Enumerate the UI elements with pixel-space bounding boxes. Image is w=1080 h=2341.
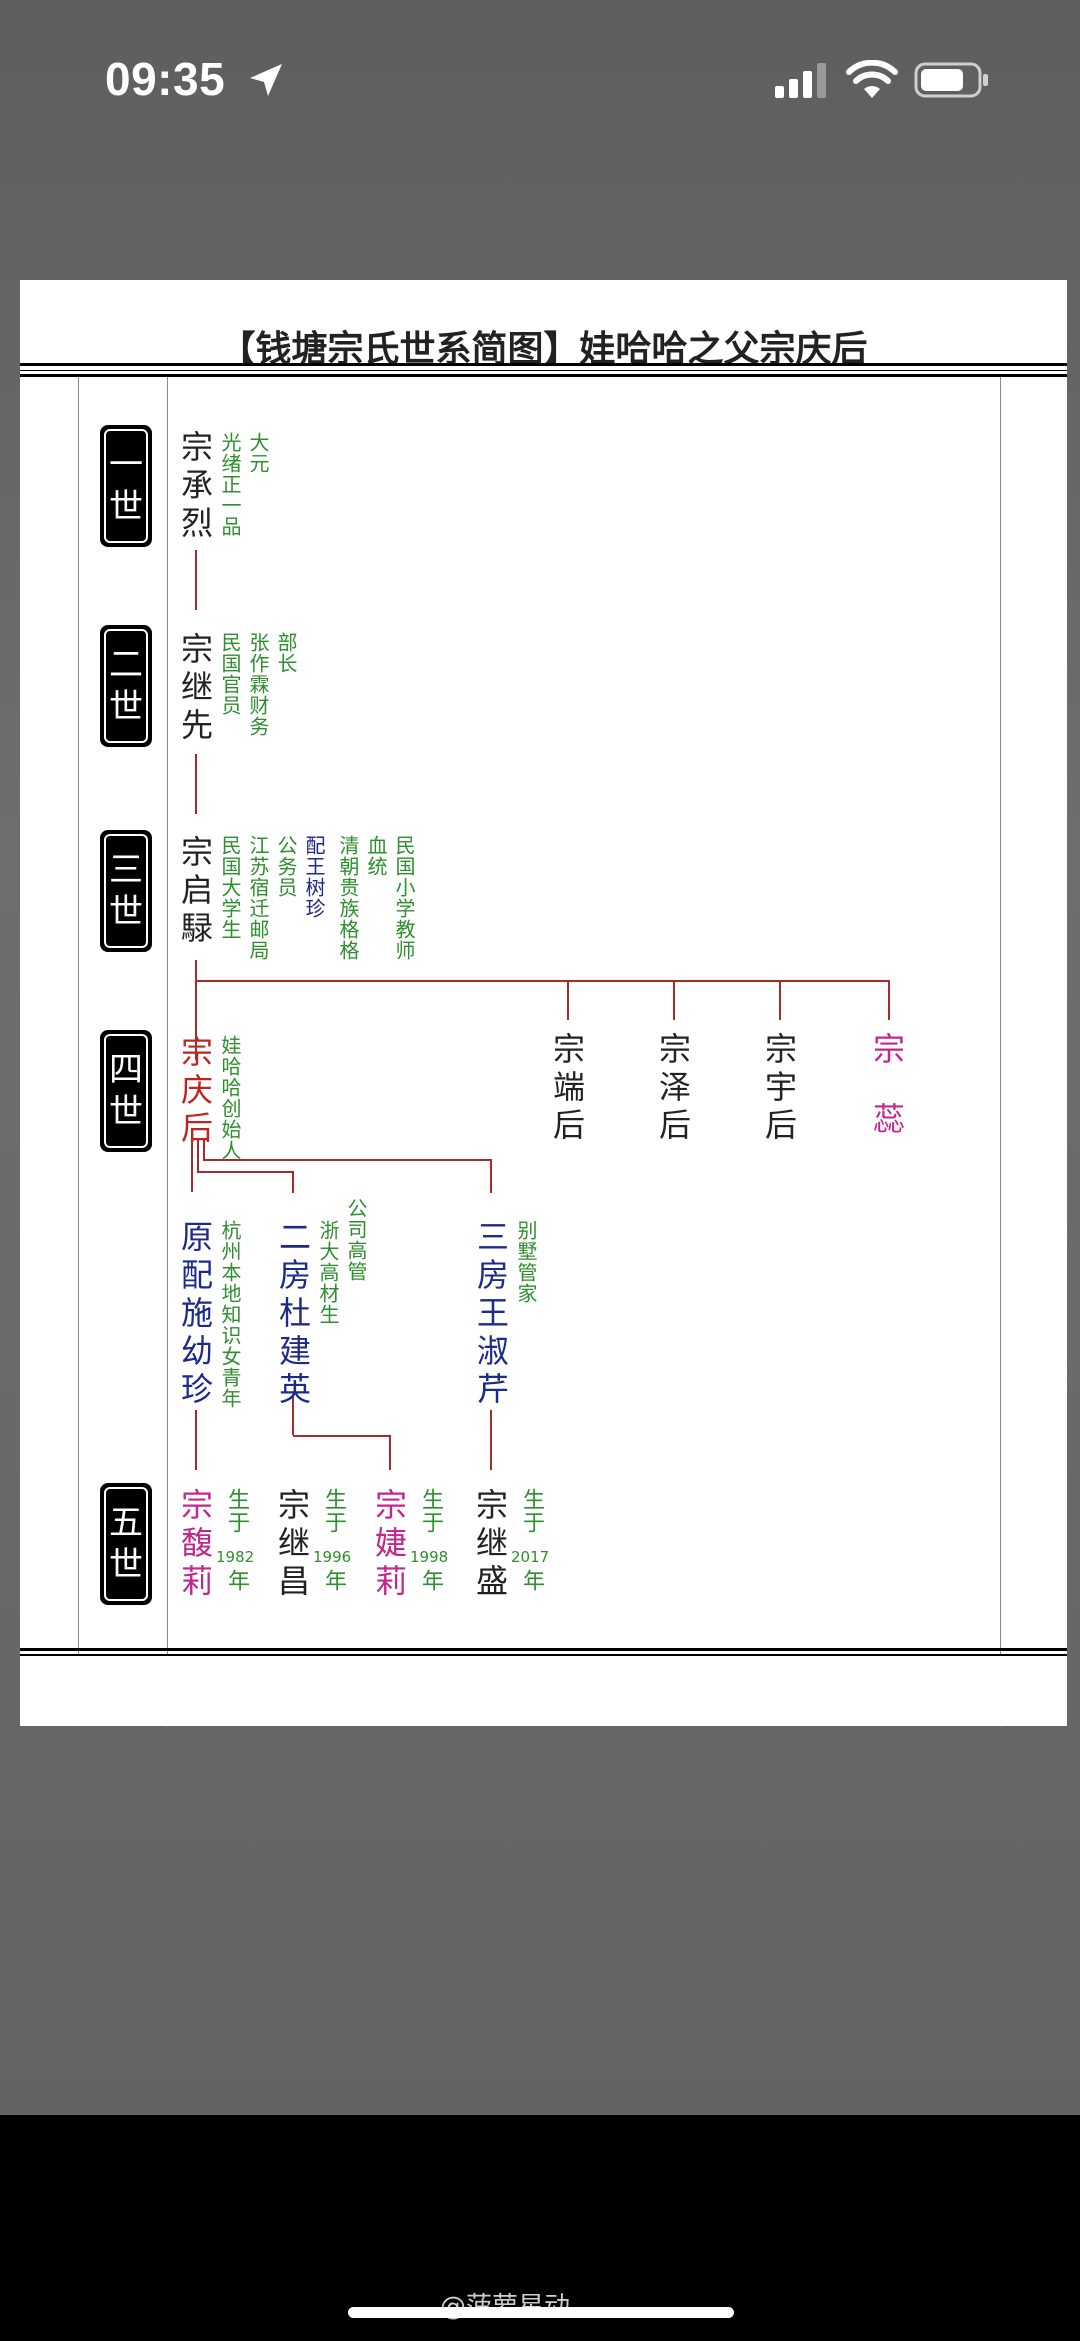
connector-line <box>292 1395 294 1435</box>
person-g3-note: 民国大学生 <box>218 835 242 940</box>
sibling-4: 蕊 <box>868 1102 906 1140</box>
frame-line <box>1000 377 1001 1727</box>
connector-line <box>197 1171 293 1173</box>
person-g1-note: 光绪正一品 <box>218 432 242 537</box>
frame-line <box>167 377 168 1727</box>
connector-line <box>490 1159 492 1193</box>
generation-badge-1: 一世 <box>100 425 152 547</box>
blank-area <box>20 1656 1067 1726</box>
family-tree-image: 【钱塘宗氏世系简图】娃哈哈之父宗庆后 一世 二世 三世 四世 五世 宗承烈 光绪… <box>20 280 1067 1727</box>
cellular-signal-icon <box>775 63 826 98</box>
home-indicator[interactable] <box>348 2307 734 2318</box>
child-1: 宗馥莉 <box>176 1488 214 1602</box>
connector-line <box>673 980 675 1020</box>
generation-badge-4: 四世 <box>100 1030 152 1152</box>
wife-3: 三房王淑芹 <box>472 1220 510 1410</box>
child-2-born: 年 <box>321 1569 346 1592</box>
person-g2: 宗继先 <box>176 632 214 746</box>
child-2-born: 生于 <box>321 1488 346 1534</box>
person-g4: 宗庆后 <box>176 1035 214 1149</box>
wife-2: 二房杜建英 <box>274 1220 312 1410</box>
connector-line <box>389 1435 391 1470</box>
sibling-4: 宗 <box>868 1032 906 1070</box>
child-3-year: 1998 <box>410 1548 449 1566</box>
wife-2-note: 公司高管 <box>344 1198 368 1282</box>
person-g1-note: 大元 <box>246 432 270 474</box>
status-time: 09:35 <box>105 53 226 105</box>
child-1-year: 1982 <box>216 1548 255 1566</box>
child-4-born: 年 <box>519 1569 544 1592</box>
connector-line <box>191 1140 193 1192</box>
child-4-born: 生于 <box>519 1488 544 1534</box>
person-g3-note: 血统 <box>364 835 388 877</box>
location-arrow-icon <box>250 64 282 96</box>
connector-line <box>567 980 569 1020</box>
frame-line <box>78 377 79 1727</box>
person-g3-spouse: 配王树珍 <box>302 835 326 919</box>
child-4-year: 2017 <box>511 1548 550 1566</box>
child-2-year: 1996 <box>313 1548 352 1566</box>
person-g3: 宗启騄 <box>176 835 214 949</box>
connector-line <box>196 980 890 982</box>
generation-badge-2: 二世 <box>100 625 152 747</box>
wife-3-note: 别墅管家 <box>514 1220 538 1304</box>
person-g4-note: 娃哈哈创始人 <box>218 1035 242 1161</box>
connector-line <box>779 980 781 1020</box>
connector-line <box>195 960 197 1060</box>
sibling-2: 宗泽后 <box>654 1032 692 1146</box>
wifi-icon <box>846 60 898 98</box>
wife-2-note: 浙大高材生 <box>316 1220 340 1325</box>
wife-1: 原配施幼珍 <box>176 1220 214 1410</box>
sibling-1: 宗端后 <box>548 1032 586 1146</box>
title-rule <box>20 370 1067 371</box>
generation-badge-5: 五世 <box>100 1483 152 1605</box>
person-g3-note: 民国小学教师 <box>392 835 416 961</box>
bottom-area <box>0 2115 1080 2341</box>
connector-line <box>197 1140 199 1172</box>
child-3: 宗婕莉 <box>370 1488 408 1602</box>
person-g2-note: 民国官员 <box>218 632 242 716</box>
person-g3-note: 公务员 <box>274 835 298 898</box>
child-4: 宗继盛 <box>471 1488 509 1602</box>
person-g3-note: 江苏宿迁邮局 <box>246 835 270 961</box>
person-g1: 宗承烈 <box>176 430 214 544</box>
connector-line <box>490 1410 492 1470</box>
connector-line <box>888 980 890 1020</box>
child-2: 宗继昌 <box>273 1488 311 1602</box>
child-3-born: 年 <box>418 1569 443 1592</box>
connector-line <box>203 1140 205 1160</box>
bottom-rule <box>20 1648 1067 1651</box>
connector-line <box>195 1410 197 1470</box>
connector-line <box>293 1435 390 1437</box>
title-rule <box>20 374 1067 377</box>
connector-line <box>292 1171 294 1193</box>
bottom-rule <box>20 1654 1067 1656</box>
connector-line <box>195 754 197 814</box>
wife-1-note: 杭州本地知识女青年 <box>218 1220 242 1409</box>
person-g2-note: 部长 <box>274 632 298 674</box>
connector-line <box>203 1159 491 1161</box>
child-3-born: 生于 <box>418 1488 443 1534</box>
sibling-3: 宗宇后 <box>760 1032 798 1146</box>
connector-line <box>195 550 197 610</box>
child-1-born: 生于 <box>224 1488 249 1534</box>
person-g2-note: 张作霖财务 <box>246 632 270 737</box>
battery-icon <box>914 62 988 98</box>
child-1-born: 年 <box>224 1569 249 1592</box>
person-g3-note: 清朝贵族格格 <box>336 835 360 961</box>
generation-badge-3: 三世 <box>100 830 152 952</box>
title-rule <box>20 363 1067 366</box>
